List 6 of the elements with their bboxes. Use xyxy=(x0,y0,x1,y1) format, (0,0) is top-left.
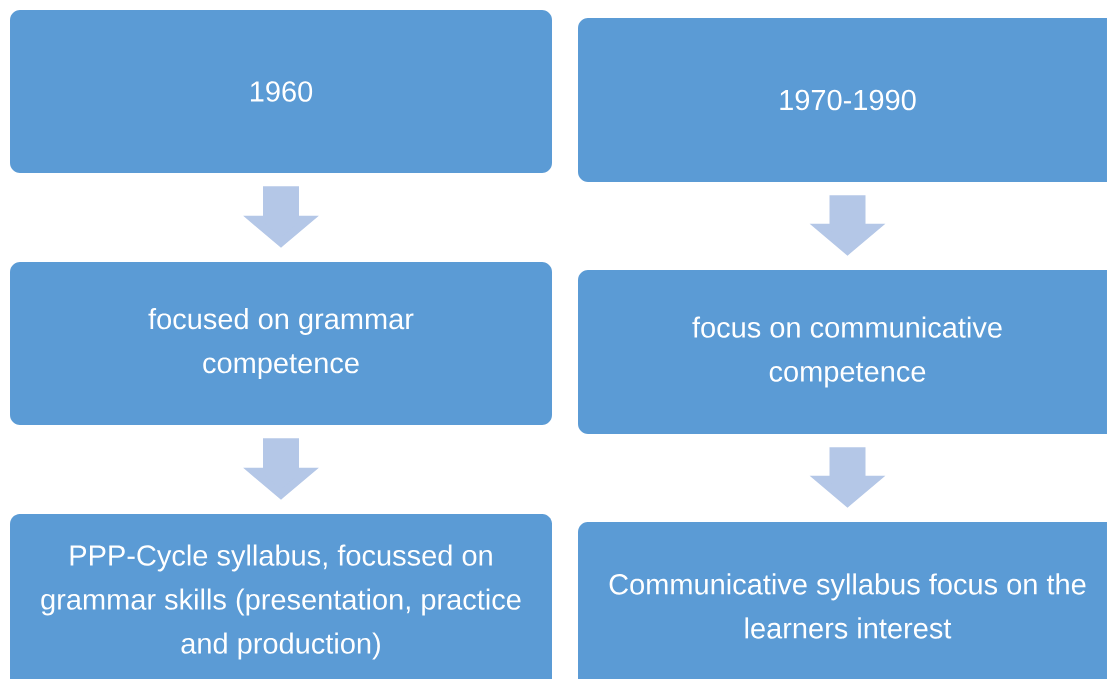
process-box: 1970-1990 xyxy=(578,18,1107,182)
process-box: Communicative syllabus focus on the learners interest xyxy=(578,522,1107,679)
process-box: focus on communicative competence xyxy=(578,270,1107,434)
process-box: focused on grammar competence xyxy=(10,262,552,425)
process-box: 1960 xyxy=(10,10,552,173)
process-box: PPP-Cycle syllabus, focussed on grammar skills (presentation, practice and production) xyxy=(10,514,552,679)
